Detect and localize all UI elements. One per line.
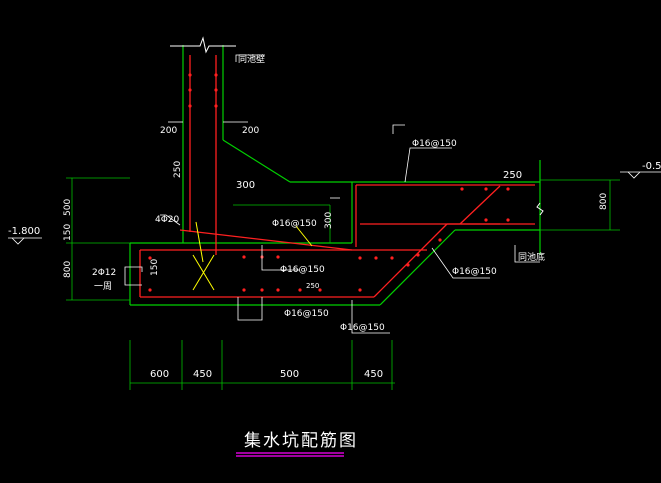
rebar-dots (148, 73, 510, 292)
side-bar-note: 一周 (94, 281, 112, 292)
drawing-title: 集水坑配筋图 (244, 431, 358, 451)
elevation-marker-right (620, 171, 661, 179)
dim-250-wall: 250 (173, 161, 183, 178)
dim-500-left: 500 (63, 199, 73, 216)
rebar-right-label: Φ16@150 (452, 267, 497, 277)
rebar-bottom2-label: Φ16@150 (340, 323, 385, 333)
dim-250-top: 250 (503, 170, 522, 181)
dim-150-inner: 150 (150, 259, 160, 276)
stirrup-hatch (192, 221, 313, 291)
dim-bottom-1: 600 (150, 369, 169, 380)
elevation-marker-left (8, 237, 42, 245)
dim-150-left: 150 (63, 224, 73, 241)
rebar-bottom1-label: Φ16@150 (284, 309, 329, 319)
elevation-right: -0.5 (642, 161, 661, 172)
dim-250-small: 250 (306, 282, 319, 290)
elevation-left: -1.800 (8, 226, 40, 237)
dim-800-right: 800 (599, 193, 609, 210)
bottom-note: 同池底 (518, 251, 545, 263)
break-symbol-right (536, 202, 544, 216)
dim-300-top: 300 (236, 180, 255, 191)
concrete-outline (129, 45, 541, 306)
wall-note: 同池壁 (238, 53, 265, 65)
rebar-lines (139, 55, 535, 298)
side-bar-label: 2Φ12 (92, 268, 116, 278)
dim-300-side: 300 (324, 212, 334, 229)
dim-200b: 200 (242, 126, 259, 136)
dimension-lines (66, 177, 620, 390)
dim-bottom-4: 450 (364, 369, 383, 380)
rebar-left-label: Φ16@150 (280, 265, 325, 275)
title-underline (236, 452, 344, 457)
break-symbol (170, 36, 236, 54)
leader-lines (124, 54, 540, 334)
text-labels: 同池壁 同池底 4Φ20 2Φ12 一周 Φ16@150 Φ16@150 Φ16… (8, 53, 661, 380)
dim-800-left: 800 (63, 261, 73, 278)
rebar-top-label: Φ16@150 (412, 139, 457, 149)
dim-200a: 200 (160, 126, 177, 136)
rebar-mid-label: Φ16@150 (272, 219, 317, 229)
dim-bottom-3: 500 (280, 369, 299, 380)
dim-bottom-2: 450 (193, 369, 212, 380)
stirrup-label: 4Φ20 (155, 215, 180, 225)
